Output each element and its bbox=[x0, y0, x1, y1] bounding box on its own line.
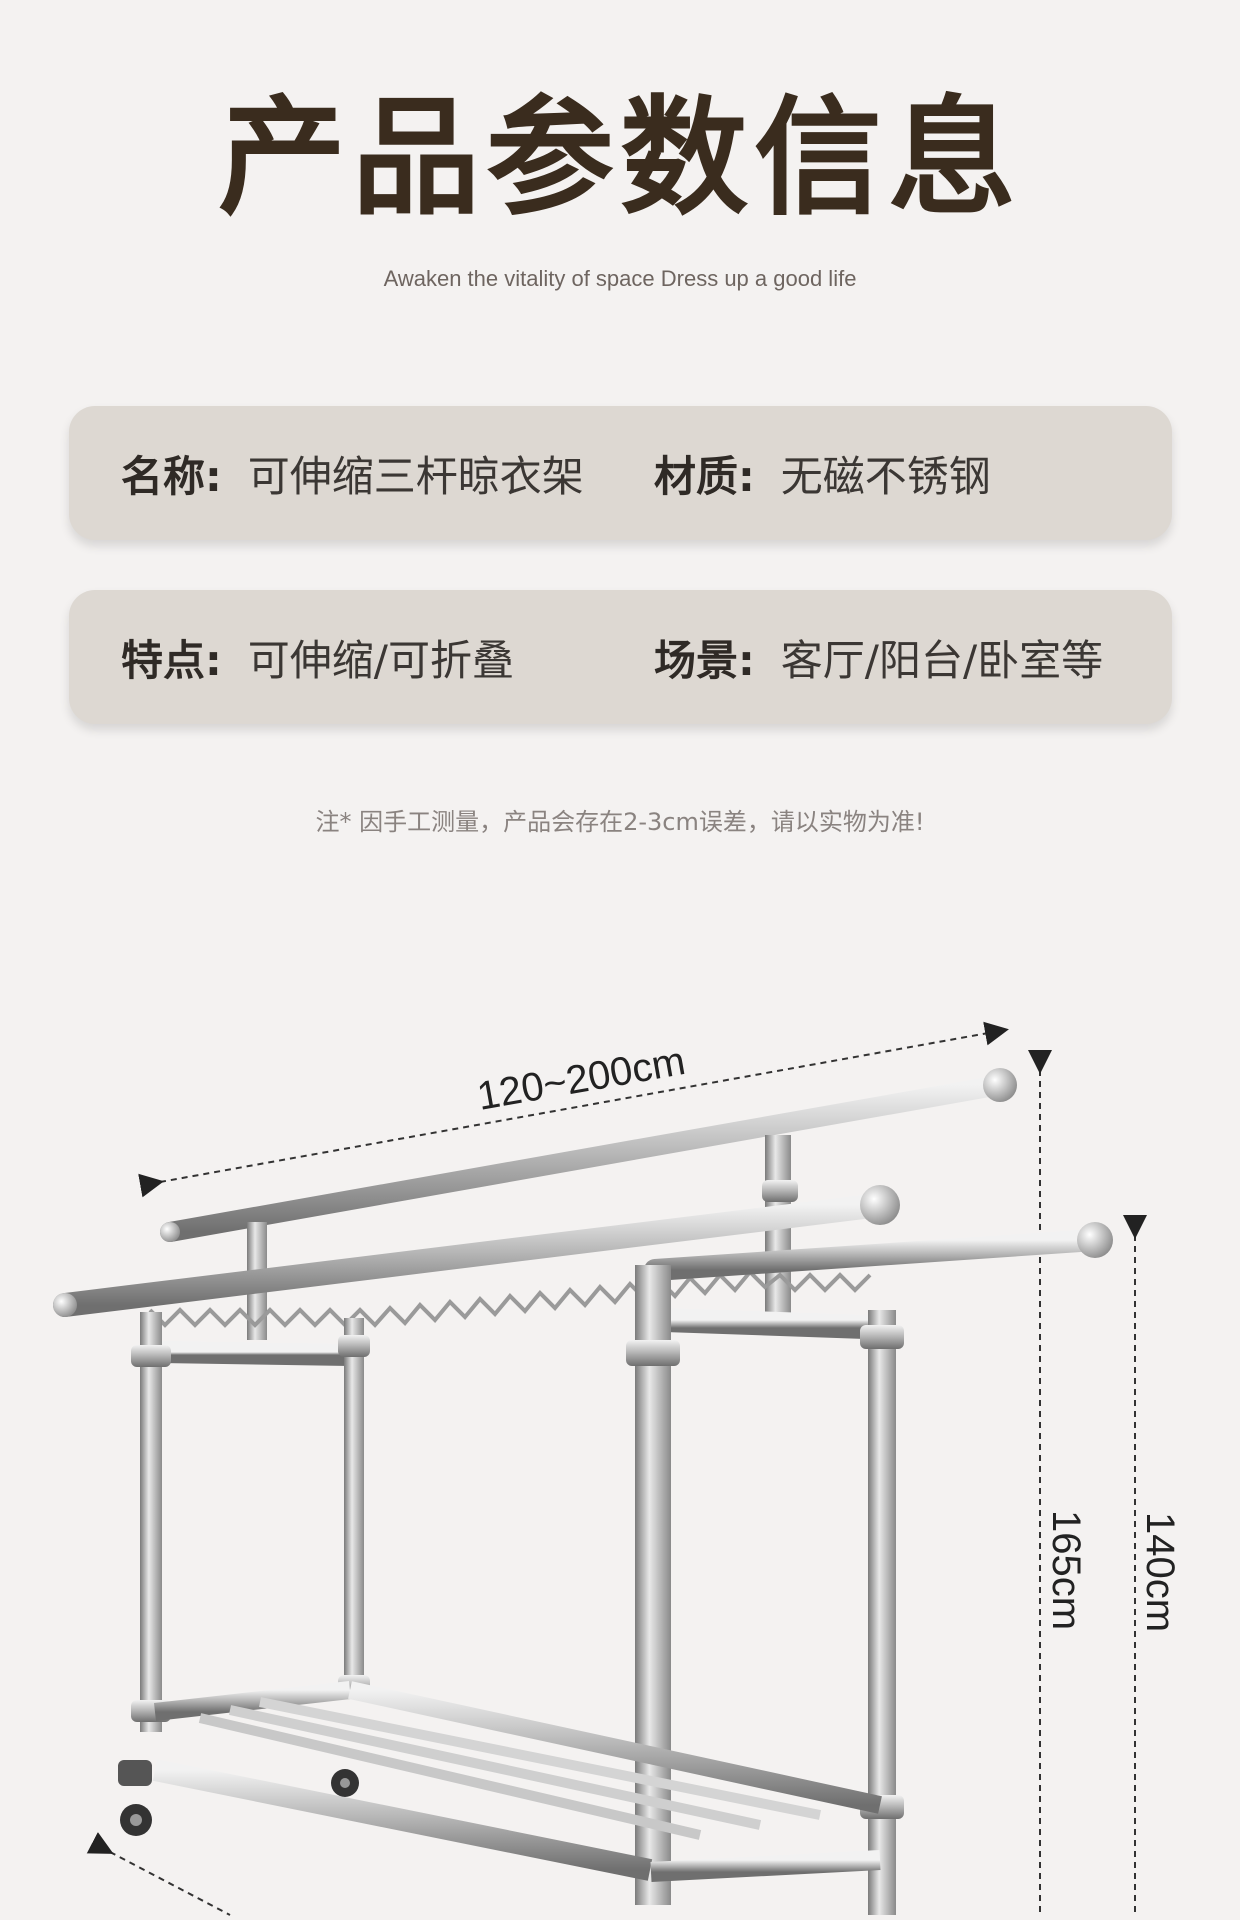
measurement-note: 注* 因手工测量，产品会存在2-3cm误差，请以实物为准! bbox=[315, 808, 925, 836]
spec-feature-value: 可伸缩/可折叠 bbox=[247, 635, 514, 685]
spec-material-value: 无磁不锈钢 bbox=[780, 451, 991, 501]
page-title: 产品参数信息 bbox=[217, 84, 1022, 233]
page-subtitle: Awaken the vitality of space Dress up a … bbox=[383, 266, 857, 291]
spec-scene-value: 客厅/阳台/卧室等 bbox=[780, 635, 1104, 685]
rack-frame bbox=[53, 1068, 1113, 1915]
spec-material-label: 材质: bbox=[654, 451, 755, 501]
inner-height-dimension-label: 140cm bbox=[1138, 1512, 1182, 1632]
caster-wheel bbox=[331, 1769, 359, 1797]
spec-scene-label: 场景: bbox=[654, 635, 755, 685]
spec-name-label: 名称: bbox=[121, 451, 222, 501]
spec-material: 材质: 无磁不锈钢 bbox=[654, 406, 991, 540]
spec-feature-label: 特点: bbox=[121, 635, 222, 685]
spec-scene: 场景: 客厅/阳台/卧室等 bbox=[654, 590, 1103, 724]
spec-name: 名称: 可伸缩三杆晾衣架 bbox=[121, 406, 584, 540]
spec-card-2: 特点: 可伸缩/可折叠 场景: 客厅/阳台/卧室等 bbox=[69, 590, 1172, 724]
outer-height-dimension-label: 165cm bbox=[1044, 1510, 1088, 1630]
caster-wheel bbox=[118, 1760, 152, 1836]
depth-dimension-line bbox=[86, 1832, 231, 1916]
width-dimension-line bbox=[138, 1021, 1009, 1198]
drying-rack-diagram: 120~200cm 165cm 140cm bbox=[53, 1021, 1182, 1916]
spec-card-1: 名称: 可伸缩三杆晾衣架 材质: 无磁不锈钢 bbox=[69, 406, 1172, 540]
spec-feature: 特点: 可伸缩/可折叠 bbox=[121, 590, 514, 724]
spec-name-value: 可伸缩三杆晾衣架 bbox=[247, 451, 584, 501]
width-dimension-label: 120~200cm bbox=[474, 1039, 689, 1119]
